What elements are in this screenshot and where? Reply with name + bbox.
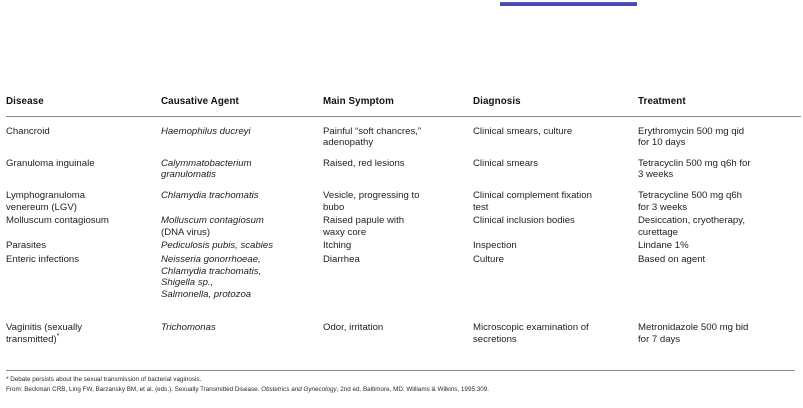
footnote-asterisk: * Debate persists about the sexual trans… bbox=[6, 376, 202, 383]
column-header-causative-agent: Causative Agent bbox=[161, 96, 239, 107]
cell-diagnosis: Clinical smears bbox=[473, 157, 539, 169]
cell-causative-agent: Trichomonas bbox=[161, 322, 216, 334]
cell-diagnosis: Clinical smears, culture bbox=[473, 125, 573, 137]
cell-causative-agent: Chlamydia trachomatis bbox=[161, 189, 259, 201]
cell-main-symptom: Itching bbox=[323, 240, 352, 252]
table-row: Parasites Pediculosis pubis, scabies Itc… bbox=[6, 238, 801, 252]
table-header: Disease Causative Agent Main Symptom Dia… bbox=[6, 96, 801, 117]
cell-diagnosis: Inspection bbox=[473, 240, 517, 252]
sti-summary-table: Disease Causative Agent Main Symptom Dia… bbox=[6, 96, 801, 346]
column-header-diagnosis: Diagnosis bbox=[473, 96, 521, 107]
cell-disease: Chancroid bbox=[6, 125, 50, 137]
footnote-source-prefix: From: Beckman CRB, Ling FW, Barzansky BM… bbox=[6, 385, 262, 393]
cell-disease: Enteric infections bbox=[6, 253, 80, 265]
footnote-source-suffix: , 2nd ed. Baltimore, MD: Williams & Wilk… bbox=[336, 385, 489, 393]
table-header-row: Disease Causative Agent Main Symptom Dia… bbox=[6, 96, 801, 117]
footnote-source-journal: Obstetrics and Gynecology bbox=[261, 385, 337, 393]
cell-causative-agent: Neisseria gonorrhoeae,Chlamydia trachoma… bbox=[161, 253, 262, 300]
footnote-source: From: Beckman CRB, Ling FW, Barzansky BM… bbox=[6, 385, 798, 395]
cell-treatment: Desiccation, cryotherapy,curettage bbox=[638, 215, 745, 238]
blue-link-underline bbox=[500, 2, 637, 6]
cell-causative-agent: Haemophilus ducreyi bbox=[161, 125, 251, 137]
cell-causative-agent: Molluscum contagiosum(DNA virus) bbox=[161, 215, 264, 238]
table-row: Enteric infections Neisseria gonorrhoeae… bbox=[6, 252, 801, 300]
cell-main-symptom: Painful “soft chancres,”adenopathy bbox=[323, 125, 422, 149]
cell-diagnosis: Clinical inclusion bodies bbox=[473, 215, 575, 227]
cell-main-symptom: Raised, red lesions bbox=[323, 157, 405, 169]
column-header-disease: Disease bbox=[6, 96, 44, 107]
table-bottom-rule bbox=[6, 370, 795, 371]
sti-summary-table-container: Disease Causative Agent Main Symptom Dia… bbox=[0, 96, 803, 346]
table-row: Molluscum contagiosum Molluscum contagio… bbox=[6, 213, 801, 238]
cell-main-symptom: Odor, irritation bbox=[323, 322, 384, 334]
column-header-treatment: Treatment bbox=[638, 96, 686, 107]
column-header-main-symptom: Main Symptom bbox=[323, 96, 394, 107]
cell-disease: Granuloma inguinale bbox=[6, 157, 95, 169]
cell-disease: Molluscum contagiosum bbox=[6, 215, 109, 227]
cell-diagnosis: Culture bbox=[473, 253, 504, 265]
table-body: Chancroid Haemophilus ducreyi Painful “s… bbox=[6, 116, 801, 345]
cell-main-symptom: Diarrhea bbox=[323, 253, 360, 265]
table-row: Chancroid Haemophilus ducreyi Painful “s… bbox=[6, 116, 801, 149]
cell-treatment: Lindane 1% bbox=[638, 240, 689, 252]
cell-treatment: Based on agent bbox=[638, 253, 706, 265]
footnote-block: * Debate persists about the sexual trans… bbox=[6, 375, 798, 394]
cell-disease: Parasites bbox=[6, 240, 46, 252]
cell-causative-agent: Pediculosis pubis, scabies bbox=[161, 240, 273, 252]
